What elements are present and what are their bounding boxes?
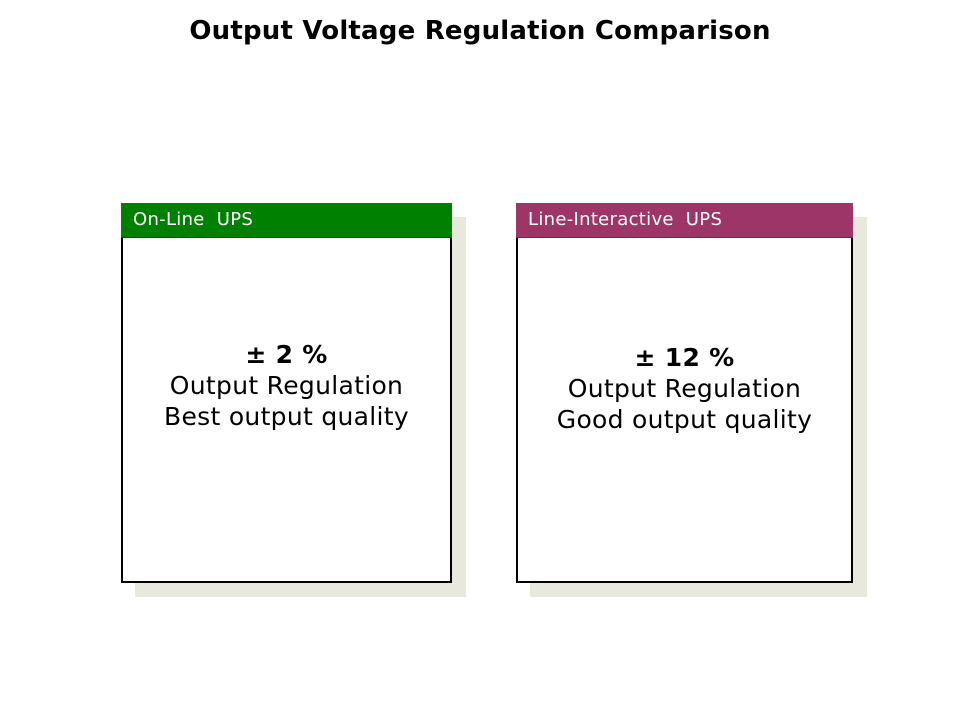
- regulation-label: Output Regulation: [169, 371, 404, 400]
- regulation-value: ± 2 %: [245, 340, 328, 369]
- panel-header-online-ups: On-Line UPS: [121, 203, 452, 238]
- panel-header-label: Line-Interactive UPS: [528, 209, 723, 230]
- panel-header-line-interactive-ups: Line-Interactive UPS: [516, 203, 853, 238]
- quality-label: Good output quality: [556, 405, 813, 434]
- panel-body: ± 12 % Output Regulation Good output qua…: [518, 238, 851, 435]
- panel-box: On-Line UPS ± 2 % Output Regulation Best…: [121, 203, 452, 583]
- quality-label: Best output quality: [164, 402, 409, 431]
- panel-box: Line-Interactive UPS ± 12 % Output Regul…: [516, 203, 853, 583]
- panel-online-ups: On-Line UPS ± 2 % Output Regulation Best…: [121, 203, 466, 597]
- regulation-label: Output Regulation: [567, 374, 802, 403]
- page-title: Output Voltage Regulation Comparison: [189, 16, 771, 46]
- regulation-value: ± 12 %: [634, 343, 735, 372]
- panel-body: ± 2 % Output Regulation Best output qual…: [123, 238, 450, 432]
- panel-line-interactive-ups: Line-Interactive UPS ± 12 % Output Regul…: [516, 203, 867, 597]
- panel-header-label: On-Line UPS: [133, 209, 254, 230]
